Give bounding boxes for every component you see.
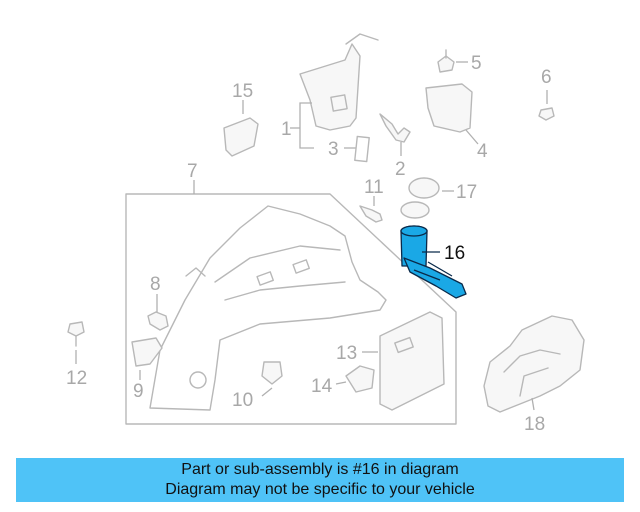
callout-16: 16: [444, 243, 465, 264]
parts-diagram: 1 2 3 4 5 6 7 8 9 10 11 12 13 14 15 16 1…: [66, 33, 585, 435]
callout-17: 17: [456, 182, 477, 203]
bracket-part-15: [223, 100, 259, 157]
info-banner: Part or sub-assembly is #16 in diagram D…: [16, 458, 624, 502]
callout-14: 14: [311, 376, 333, 397]
quarter-trim-panel: [149, 205, 387, 411]
callout-7: 7: [187, 161, 198, 182]
callout-6: 6: [541, 67, 552, 88]
callout-3: 3: [328, 139, 339, 160]
trim-piece-part-4: [425, 83, 479, 145]
bracket-part-9: [131, 337, 163, 380]
bracket-part-14: [335, 365, 375, 393]
panel-part-13: [362, 311, 445, 411]
callout-2: 2: [395, 159, 406, 180]
highlighted-part-16: [400, 225, 467, 299]
fastener-part-12: [67, 321, 85, 364]
banner-line-2: Diagram may not be specific to your vehi…: [165, 481, 475, 498]
callout-8: 8: [150, 274, 161, 295]
callout-5: 5: [471, 53, 482, 74]
callout-9: 9: [133, 381, 144, 402]
wheelhouse-part-18: [483, 315, 585, 413]
trim-panel-outline: [125, 180, 457, 425]
callout-4: 4: [477, 141, 488, 162]
callout-1: 1: [281, 119, 292, 140]
callout-10: 10: [232, 390, 253, 411]
callout-15: 15: [232, 81, 253, 102]
nut-part-6: [538, 90, 555, 121]
clip-part-8: [147, 294, 169, 331]
screw-part-11: [359, 196, 383, 223]
clip-part-5: [437, 49, 468, 73]
pillar-trim-part-1: [290, 33, 379, 163]
callout-11: 11: [364, 177, 384, 198]
callout-13: 13: [336, 343, 357, 364]
callout-12: 12: [66, 368, 87, 389]
cupholder-part-17: [400, 177, 454, 219]
clip-part-10: [261, 361, 283, 397]
callout-18: 18: [524, 414, 545, 435]
bolt-part-2: [379, 113, 411, 156]
banner-line-1: Part or sub-assembly is #16 in diagram: [181, 461, 459, 478]
